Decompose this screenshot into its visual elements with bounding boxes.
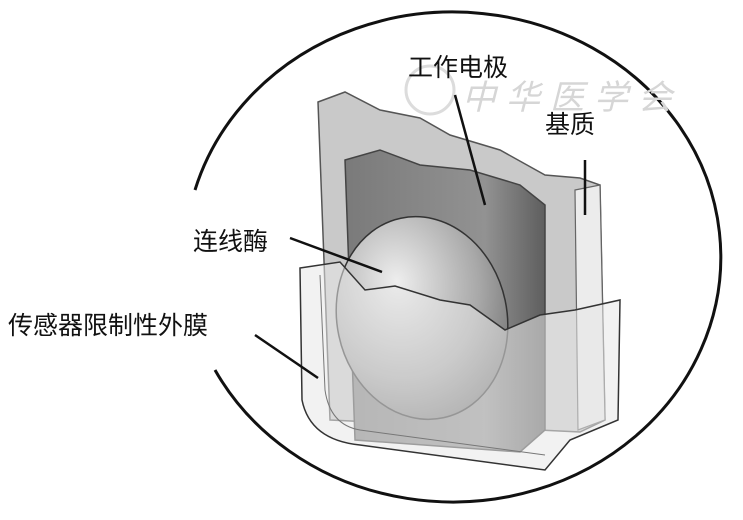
watermark-text: 中华医学会 <box>462 78 682 118</box>
leader-working-electrode <box>453 94 487 206</box>
label-wired-enzyme: 连线酶 <box>193 227 269 256</box>
label-substrate: 基质 <box>545 110 596 139</box>
label-working-electrode: 工作电极 <box>408 53 509 82</box>
label-outer-membrane: 传感器限制性外膜 <box>8 311 209 340</box>
leader-enzyme <box>289 236 383 274</box>
membrane-inner-edge <box>319 274 546 456</box>
outer-membrane <box>299 261 621 471</box>
watermark-seal <box>404 64 456 116</box>
leader-membrane <box>254 333 319 380</box>
magnifier-circle <box>193 10 723 504</box>
